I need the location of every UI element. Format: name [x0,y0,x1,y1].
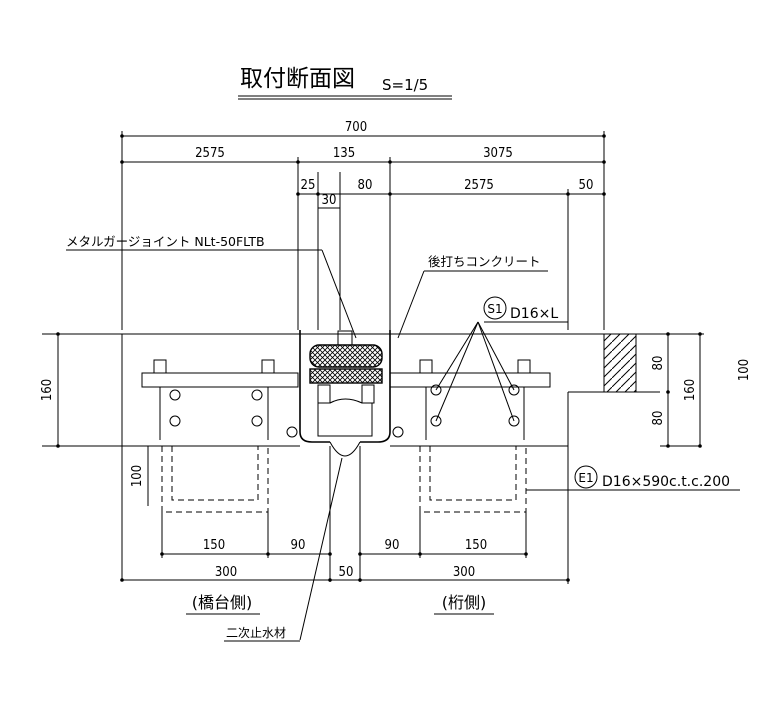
joint-label: メタルガージョイント NLt-50FLTB [66,234,265,249]
post-concrete-leader [397,270,425,339]
dimension-right [660,332,704,448]
waterstop-leader [299,457,343,641]
dim-160-right: 160 [683,379,698,401]
drawing-title: 取付断面図 [240,66,355,92]
dimension-left [56,332,60,448]
post-concrete-label: 後打ちコンクリート [428,254,541,269]
dim-150-left: 150 [203,538,225,553]
girder-side-label: (桁側) [442,593,487,612]
s1-spec: D16×L [510,306,558,322]
dim-80: 80 [358,178,373,193]
joint-body [286,330,404,457]
left-anchor-assembly [141,359,299,513]
dimension-bottom [120,446,570,584]
dim-150-right: 150 [465,538,487,553]
joint-leader [321,249,357,339]
dim-total: 700 [345,120,367,135]
dim-25: 25 [301,178,316,193]
dim-300-right: 300 [453,565,475,580]
waterstop-label: 二次止水材 [226,626,286,640]
drawing-scale: S=1/5 [382,76,428,94]
dim-300-left: 300 [215,565,237,580]
abutment-side-label: (橋台側) [192,593,253,612]
dim-right-inner: 2575 [464,178,494,193]
dim-100-cut: 100 [737,359,752,381]
dim-100: 100 [130,465,145,487]
e1-mark: E1 [578,471,593,485]
right-anchor-assembly [389,359,551,513]
dimension-top [120,131,606,330]
dim-right-seg: 3075 [483,146,513,161]
s1-mark: S1 [487,302,502,316]
dim-30: 30 [322,193,337,208]
s1-leaders [435,321,515,422]
dim-left-seg: 2575 [195,146,225,161]
dim-center-seg: 135 [333,146,355,161]
dim-50-top: 50 [579,178,594,193]
dim-80-upper: 80 [651,356,666,371]
dim-160-left: 160 [40,379,55,401]
dim-80-lower: 80 [651,411,666,426]
dim-90-right: 90 [385,538,400,553]
dim-90-left: 90 [291,538,306,553]
dim-50-bottom: 50 [339,565,354,580]
s1-mark-circle [483,296,507,320]
e1-spec: D16×590c.t.c.200 [602,474,730,490]
hatch-block [603,333,637,393]
e1-mark-circle [574,465,598,489]
